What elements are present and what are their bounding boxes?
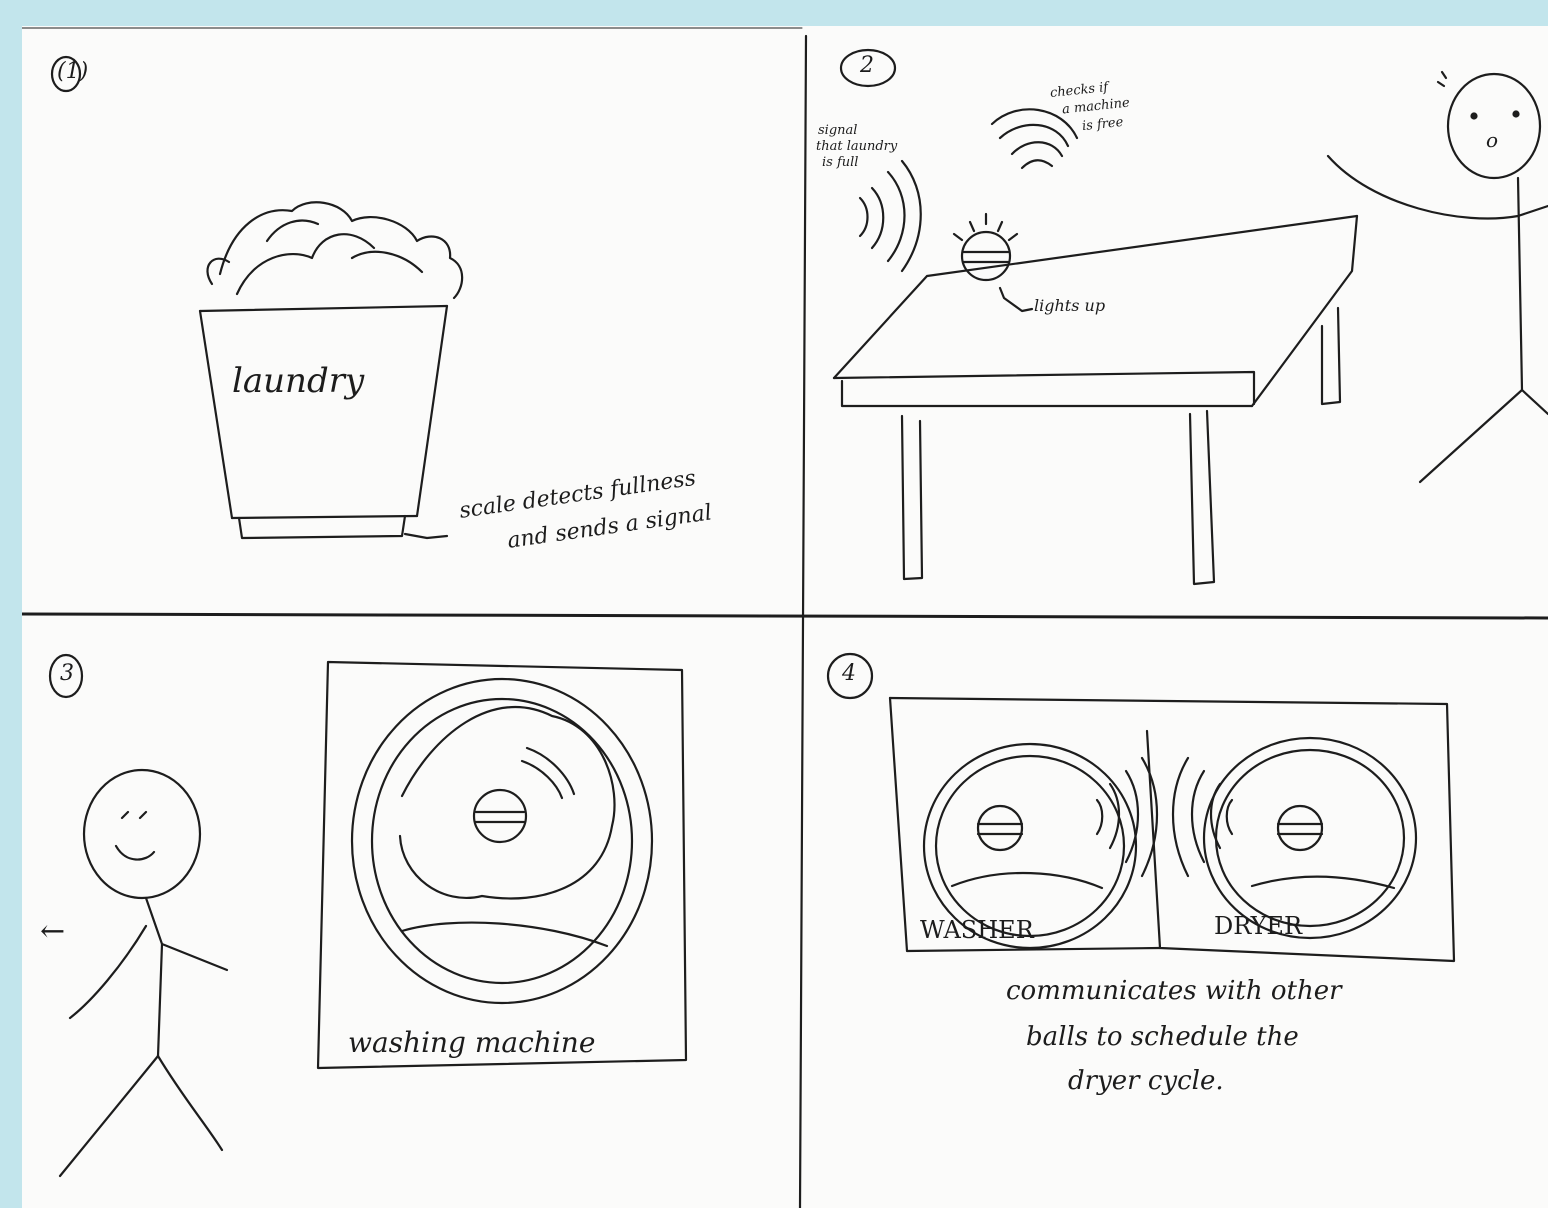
communicates-caption-line3: dryer cycle.	[1068, 1068, 1224, 1095]
communicates-caption-line1: communicates with other	[1006, 978, 1342, 1005]
signal-note-line2: that laundry	[816, 140, 897, 154]
dryer-label: DRYER	[1214, 914, 1302, 939]
washer-label: WASHER	[920, 918, 1034, 943]
communicates-caption-line2: balls to schedule the	[1026, 1024, 1299, 1051]
signal-note-line1: signal	[818, 124, 857, 138]
panel3-number: 3	[60, 662, 74, 685]
hamper-label: laundry	[232, 364, 364, 400]
panel1-number: (1)	[57, 60, 88, 83]
panel2-scene	[834, 50, 1548, 584]
washing-machine-label: washing machine	[348, 1028, 595, 1057]
signal-note-line3: is full	[822, 156, 858, 170]
storyboard-sheet: (1) 2 3 4 laundry scale detects fullness…	[22, 26, 1548, 1208]
divider-vertical	[800, 36, 806, 1208]
panel4-scene	[828, 654, 1454, 961]
storyboard-drawing	[22, 26, 1548, 1208]
panel1-hamper	[52, 57, 462, 538]
lights-up-note: lights up	[1034, 298, 1105, 315]
person-mouth: o	[1486, 130, 1498, 151]
panel2-number: 2	[860, 54, 874, 77]
panel3-scene	[50, 655, 686, 1176]
panel4-number: 4	[842, 662, 856, 685]
left-arrow-icon: ←	[40, 916, 65, 948]
divider-horizontal	[22, 614, 1548, 618]
